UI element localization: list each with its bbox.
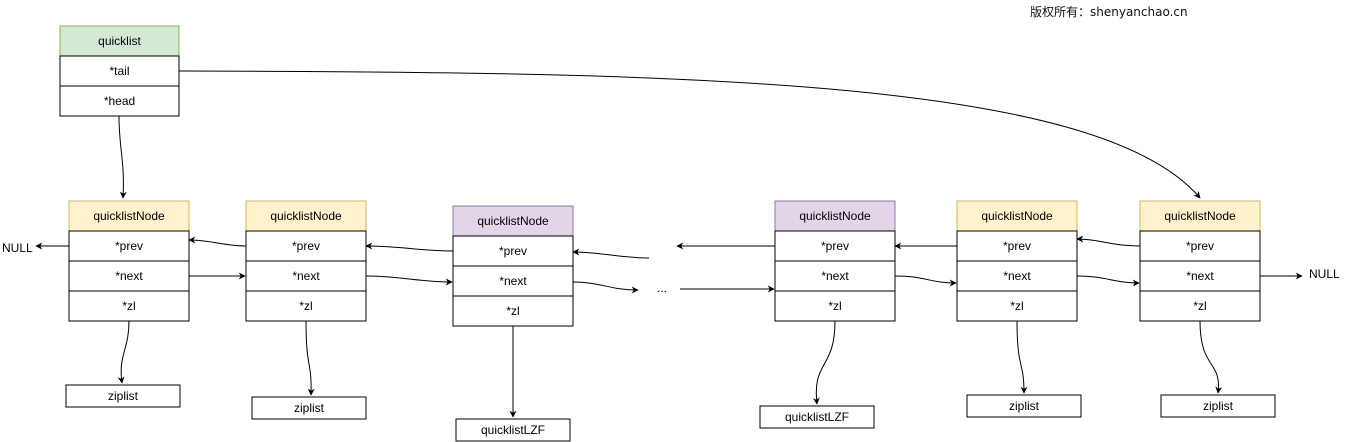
zl-target-5: ziplist <box>966 394 1082 418</box>
node-3-prev-label: *prev <box>499 244 527 258</box>
node-1-header <box>68 200 190 232</box>
node-1-next-label: *next <box>115 269 143 283</box>
edge-node2-next <box>365 275 453 286</box>
node-2-header <box>245 200 367 232</box>
node-5-title: quicklistNode <box>981 209 1053 223</box>
quicklist-node-2: quicklistNode *prev *next *zl <box>245 200 367 322</box>
node-2-zl-field <box>245 290 367 322</box>
node-3-next-field <box>452 265 574 297</box>
zl-target-2: ziplist <box>251 396 367 420</box>
node-1-zl-label: *zl <box>122 299 135 313</box>
quicklist-struct: quicklist *tail *head <box>59 25 180 117</box>
node-1-prev-field <box>68 230 190 262</box>
edge-node2-prev <box>188 236 247 247</box>
node-3-title: quicklistNode <box>477 214 549 228</box>
node-5-zl-field <box>956 290 1078 322</box>
zl-target-4-label: quicklistLZF <box>785 410 849 424</box>
edge-node6-zl <box>1199 320 1223 394</box>
quicklist-node-4: quicklistNode *prev *next *zl <box>774 200 896 322</box>
edge-node4-zl <box>812 320 836 405</box>
node-4-next-field <box>774 260 896 292</box>
copyright-text: 版权所有：shenyanchao.cn <box>1030 5 1188 19</box>
node-4-zl-field <box>774 290 896 322</box>
zl-target-4: quicklistLZF <box>759 405 875 429</box>
node-4-zl-label: *zl <box>828 299 841 313</box>
node-2-prev-field <box>245 230 367 262</box>
node-5-prev-label: *prev <box>1003 239 1031 253</box>
null-left-label: NULL <box>2 241 33 255</box>
node-2-title: quicklistNode <box>270 209 342 223</box>
zl-target-6: ziplist <box>1160 394 1276 418</box>
zl-target-1: ziplist <box>65 384 181 408</box>
quicklist-node-1: quicklistNode *prev *next *zl <box>68 200 190 322</box>
node-3-zl-label: *zl <box>506 304 519 318</box>
node-4-prev-label: *prev <box>821 239 849 253</box>
edge-node5-zl <box>1016 320 1028 394</box>
quicklist-node-5: quicklistNode *prev *next *zl <box>956 200 1078 322</box>
node-6-zl-field <box>1139 290 1261 322</box>
node-1-title: quicklistNode <box>93 209 165 223</box>
zl-target-3: quicklistLZF <box>455 418 571 442</box>
zl-target-5-label: ziplist <box>1009 399 1040 413</box>
node-3-next-label: *next <box>499 274 527 288</box>
node-3-zl-field <box>452 295 574 327</box>
node-6-prev-field <box>1139 230 1261 262</box>
node-6-prev-label: *prev <box>1186 239 1214 253</box>
node-1-zl-field <box>68 290 190 322</box>
zl-target-1-label: ziplist <box>108 389 139 403</box>
node-2-next-label: *next <box>292 269 320 283</box>
edge-head-to-first-node <box>118 115 127 199</box>
edge-ellipsis-prev <box>572 248 650 259</box>
node-4-title: quicklistNode <box>799 209 871 223</box>
edge-node3-prev <box>365 242 454 252</box>
node-5-prev-field <box>956 230 1078 262</box>
ellipsis-label: ... <box>657 281 667 295</box>
edges <box>35 70 1303 418</box>
edge-node5-next <box>1076 275 1140 287</box>
node-1-prev-label: *prev <box>115 239 143 253</box>
quicklist-head-field <box>59 85 180 117</box>
node-6-zl-label: *zl <box>1193 299 1206 313</box>
node-2-zl-label: *zl <box>299 299 312 313</box>
zl-target-3-label: quicklistLZF <box>481 423 545 437</box>
edge-node1-zl <box>117 320 130 384</box>
quicklist-header <box>59 25 180 57</box>
quicklist-head-label: *head <box>104 94 135 108</box>
quicklist-tail-label: *tail <box>109 64 129 78</box>
node-4-next-label: *next <box>821 269 849 283</box>
quicklist-node-3: quicklistNode *prev *next *zl <box>452 205 574 327</box>
node-5-zl-label: *zl <box>1010 299 1023 313</box>
node-1-next-field <box>68 260 190 292</box>
node-3-header <box>452 205 574 237</box>
edge-node6-prev <box>1076 235 1141 247</box>
node-5-header <box>956 200 1078 232</box>
zl-target-2-label: ziplist <box>294 401 325 415</box>
node-6-next-label: *next <box>1186 269 1214 283</box>
quicklist-node-6: quicklistNode *prev *next *zl <box>1139 200 1261 322</box>
node-4-header <box>774 200 896 232</box>
node-6-title: quicklistNode <box>1164 209 1236 223</box>
zl-target-6-label: ziplist <box>1203 399 1234 413</box>
edge-node2-zl <box>305 320 315 396</box>
edge-tail-to-last-node <box>178 70 1201 199</box>
node-2-prev-label: *prev <box>292 239 320 253</box>
null-right-label: NULL <box>1309 267 1340 281</box>
edge-node4-next <box>894 275 957 287</box>
edge-node3-next <box>572 281 639 294</box>
quicklist-title: quicklist <box>98 34 141 48</box>
node-6-header <box>1139 200 1261 232</box>
node-5-next-field <box>956 260 1078 292</box>
node-5-next-label: *next <box>1003 269 1031 283</box>
node-3-prev-field <box>452 235 574 267</box>
